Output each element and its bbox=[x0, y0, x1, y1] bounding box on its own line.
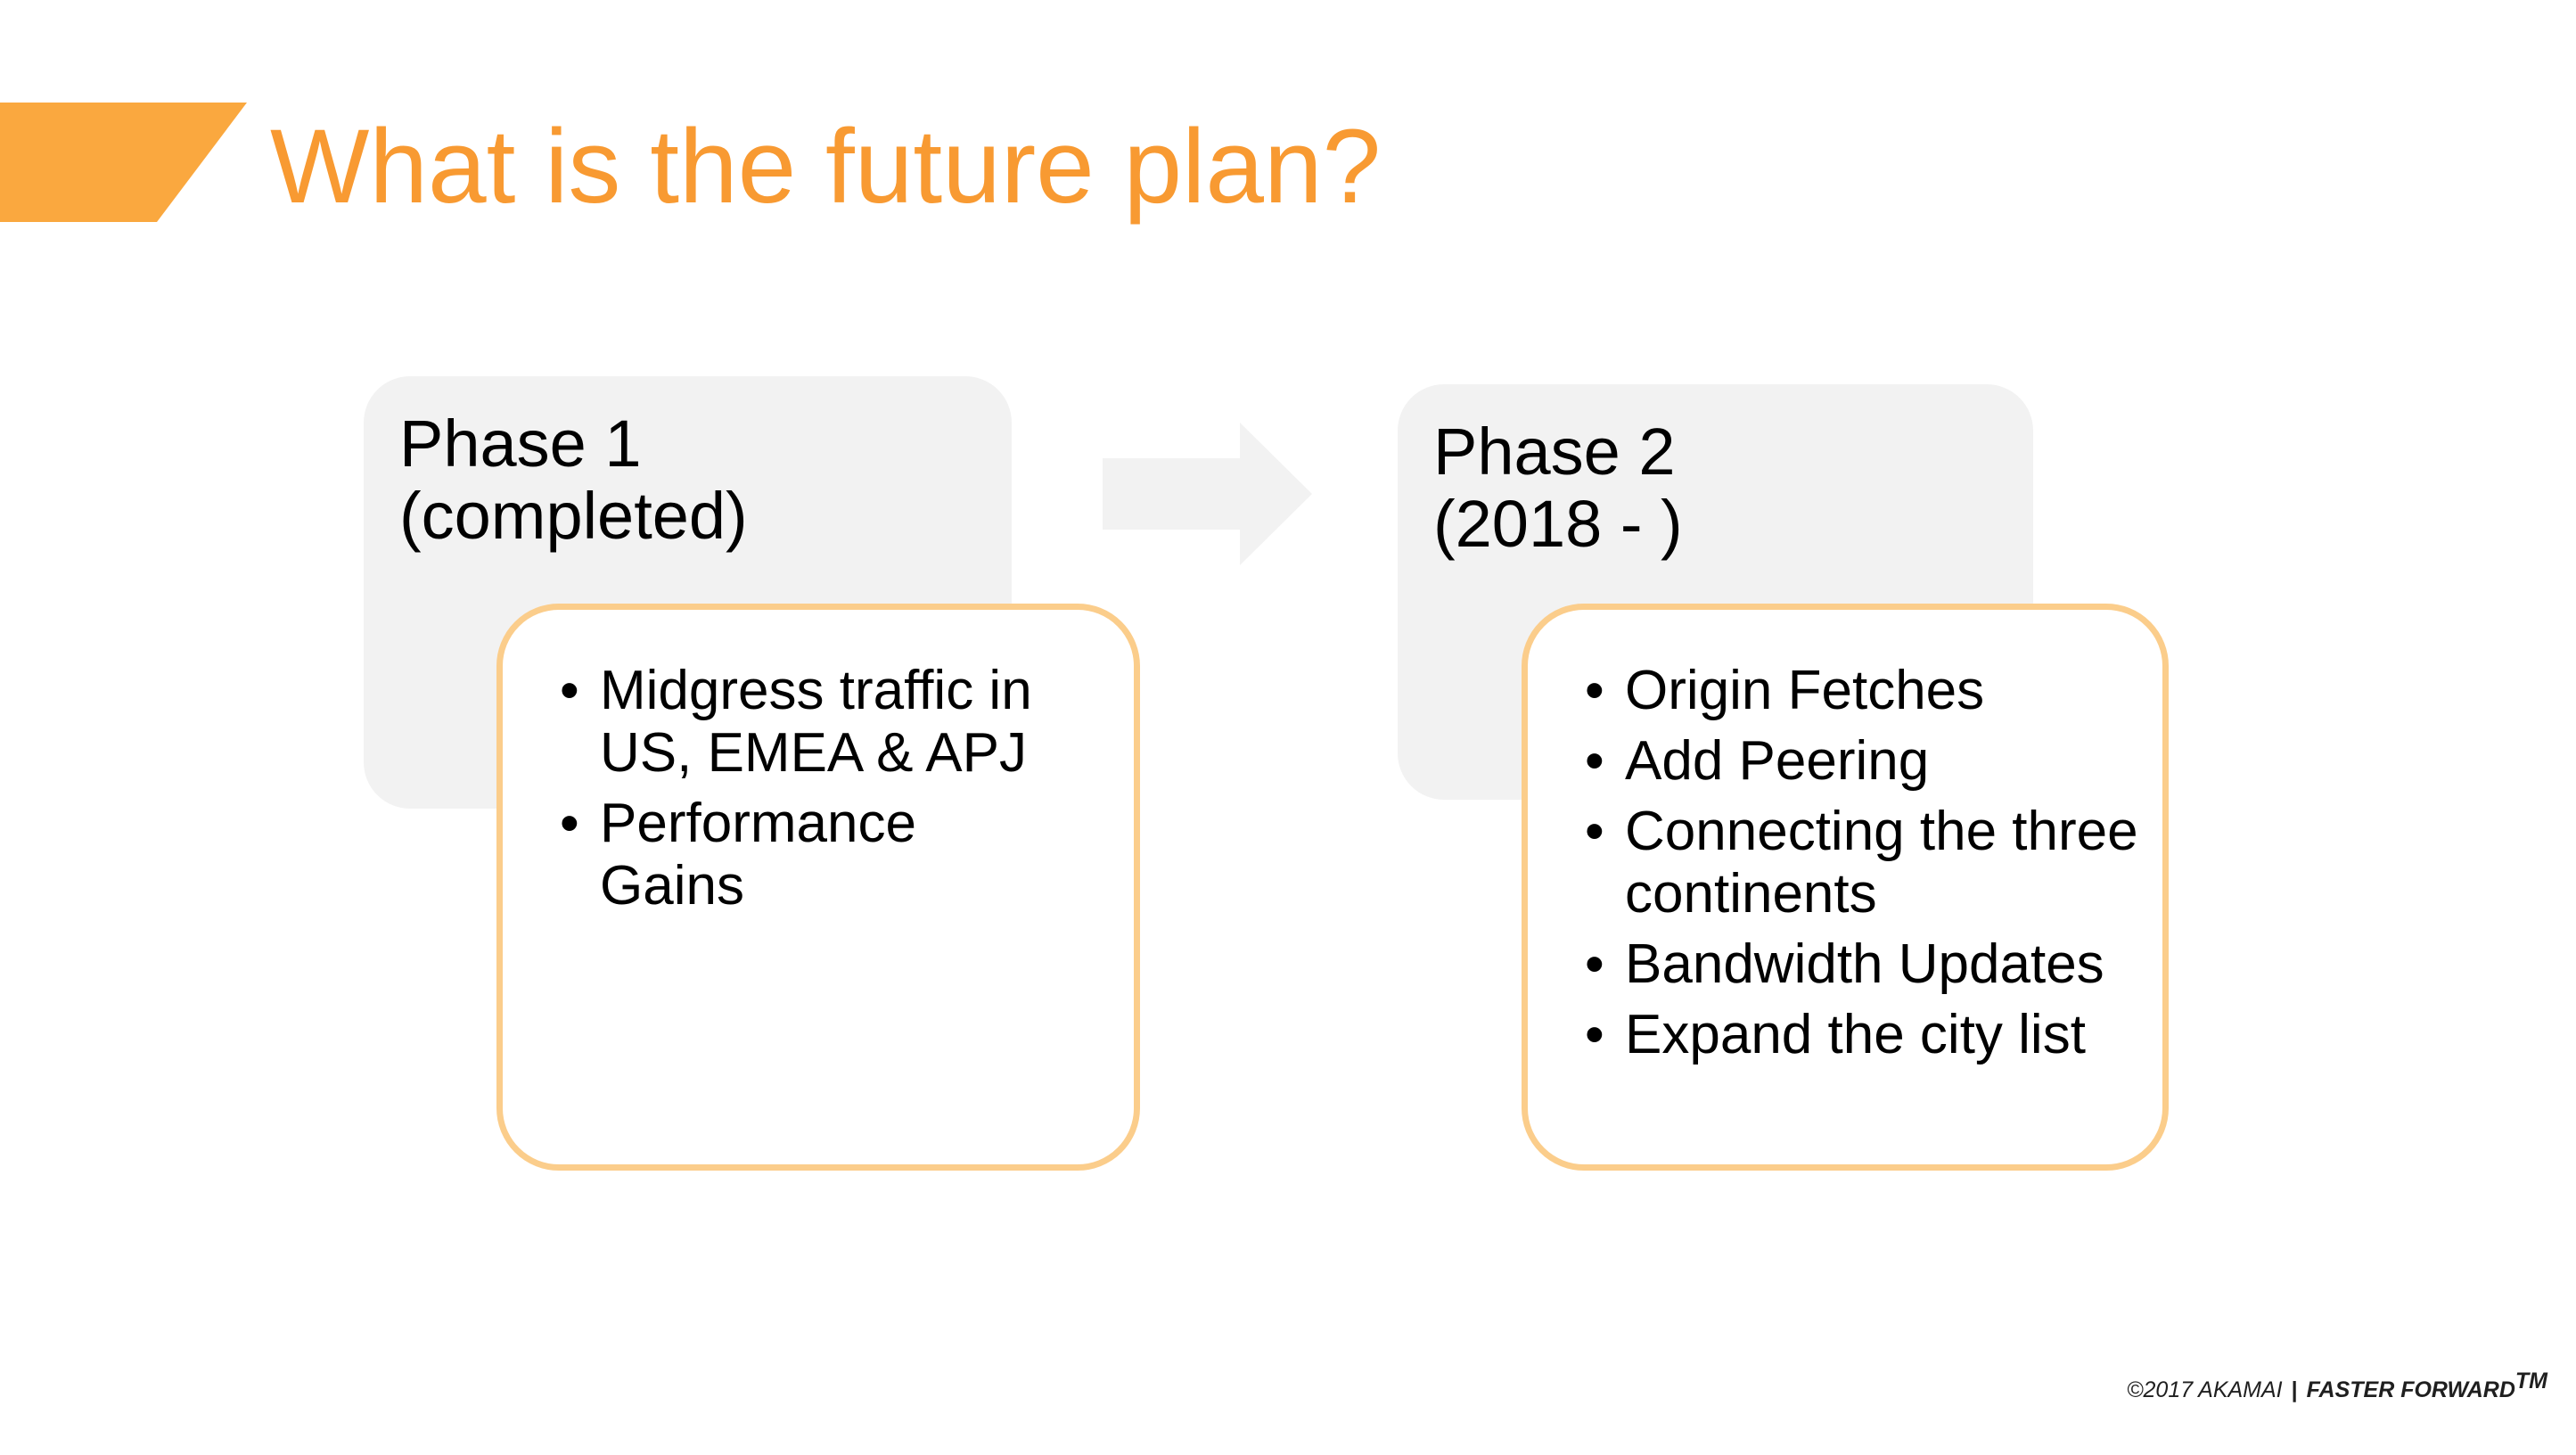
list-item: • Bandwidth Updates bbox=[1585, 933, 2162, 996]
copyright-text: ©2017 AKAMAI bbox=[2127, 1377, 2283, 1402]
bullet-icon: • bbox=[1585, 1004, 1604, 1065]
list-item: • Origin Fetches bbox=[1585, 660, 2162, 722]
bullet-icon: • bbox=[1585, 801, 1604, 862]
list-item-text: Origin Fetches bbox=[1625, 660, 1985, 721]
list-item: • Add Peering bbox=[1585, 730, 2162, 793]
bullet-icon: • bbox=[560, 660, 579, 721]
footer: ©2017 AKAMAI | FASTER FORWARDTM bbox=[2127, 1369, 2547, 1403]
title-accent-band bbox=[0, 103, 247, 222]
phase-2-bullet-list: • Origin Fetches • Add Peering • Connect… bbox=[1585, 660, 2162, 1074]
title-band-shape bbox=[0, 103, 247, 222]
list-item-line: Connecting the three bbox=[1625, 801, 2138, 862]
list-item: • Expand the city list bbox=[1585, 1004, 2162, 1066]
phase-1-bullet-list: • Midgress traffic in US, EMEA & APJ • P… bbox=[560, 660, 1134, 925]
list-item-text: Performance Gains bbox=[600, 793, 1134, 917]
phase-2-title-line1: Phase 2 bbox=[1433, 415, 1676, 489]
list-item-text: Bandwidth Updates bbox=[1625, 933, 2104, 995]
phase-2-title: Phase 2 (2018 - ) bbox=[1433, 415, 1683, 560]
list-item-line: Performance bbox=[600, 793, 916, 854]
list-item: • Midgress traffic in US, EMEA & APJ bbox=[560, 660, 1134, 785]
trademark-mark: TM bbox=[2514, 1369, 2547, 1393]
list-item-text: Connecting the three continents bbox=[1625, 801, 2162, 925]
tagline-text: FASTER FORWARD bbox=[2306, 1377, 2515, 1402]
list-item-text: Add Peering bbox=[1625, 730, 1930, 792]
bullet-icon: • bbox=[1585, 660, 1604, 721]
list-item-text: Expand the city list bbox=[1625, 1004, 2086, 1065]
bullet-icon: • bbox=[1585, 933, 1604, 995]
right-arrow-icon bbox=[1103, 423, 1312, 565]
slide-title: What is the future plan? bbox=[270, 108, 1382, 226]
phase-1-title-line2: (completed) bbox=[399, 479, 748, 553]
list-item-line: continents bbox=[1625, 863, 1877, 925]
list-item: • Performance Gains bbox=[560, 793, 1134, 917]
list-item-line: Midgress traffic in bbox=[600, 660, 1032, 721]
arrow-shape bbox=[1103, 423, 1312, 565]
phase-2-details: • Origin Fetches • Add Peering • Connect… bbox=[1522, 604, 2169, 1171]
list-item: • Connecting the three continents bbox=[1585, 801, 2162, 925]
phase-1-title: Phase 1 (completed) bbox=[399, 407, 748, 552]
list-item-text: Midgress traffic in US, EMEA & APJ bbox=[600, 660, 1134, 785]
phase-1-details: • Midgress traffic in US, EMEA & APJ • P… bbox=[496, 604, 1140, 1171]
phase-1-title-line1: Phase 1 bbox=[399, 407, 642, 481]
bullet-icon: • bbox=[560, 793, 579, 854]
phase-2-title-line2: (2018 - ) bbox=[1433, 487, 1683, 561]
list-item-line: Gains bbox=[600, 855, 744, 917]
list-item-line: US, EMEA & APJ bbox=[600, 722, 1027, 784]
bullet-icon: • bbox=[1585, 730, 1604, 792]
footer-separator: | bbox=[2291, 1377, 2298, 1402]
